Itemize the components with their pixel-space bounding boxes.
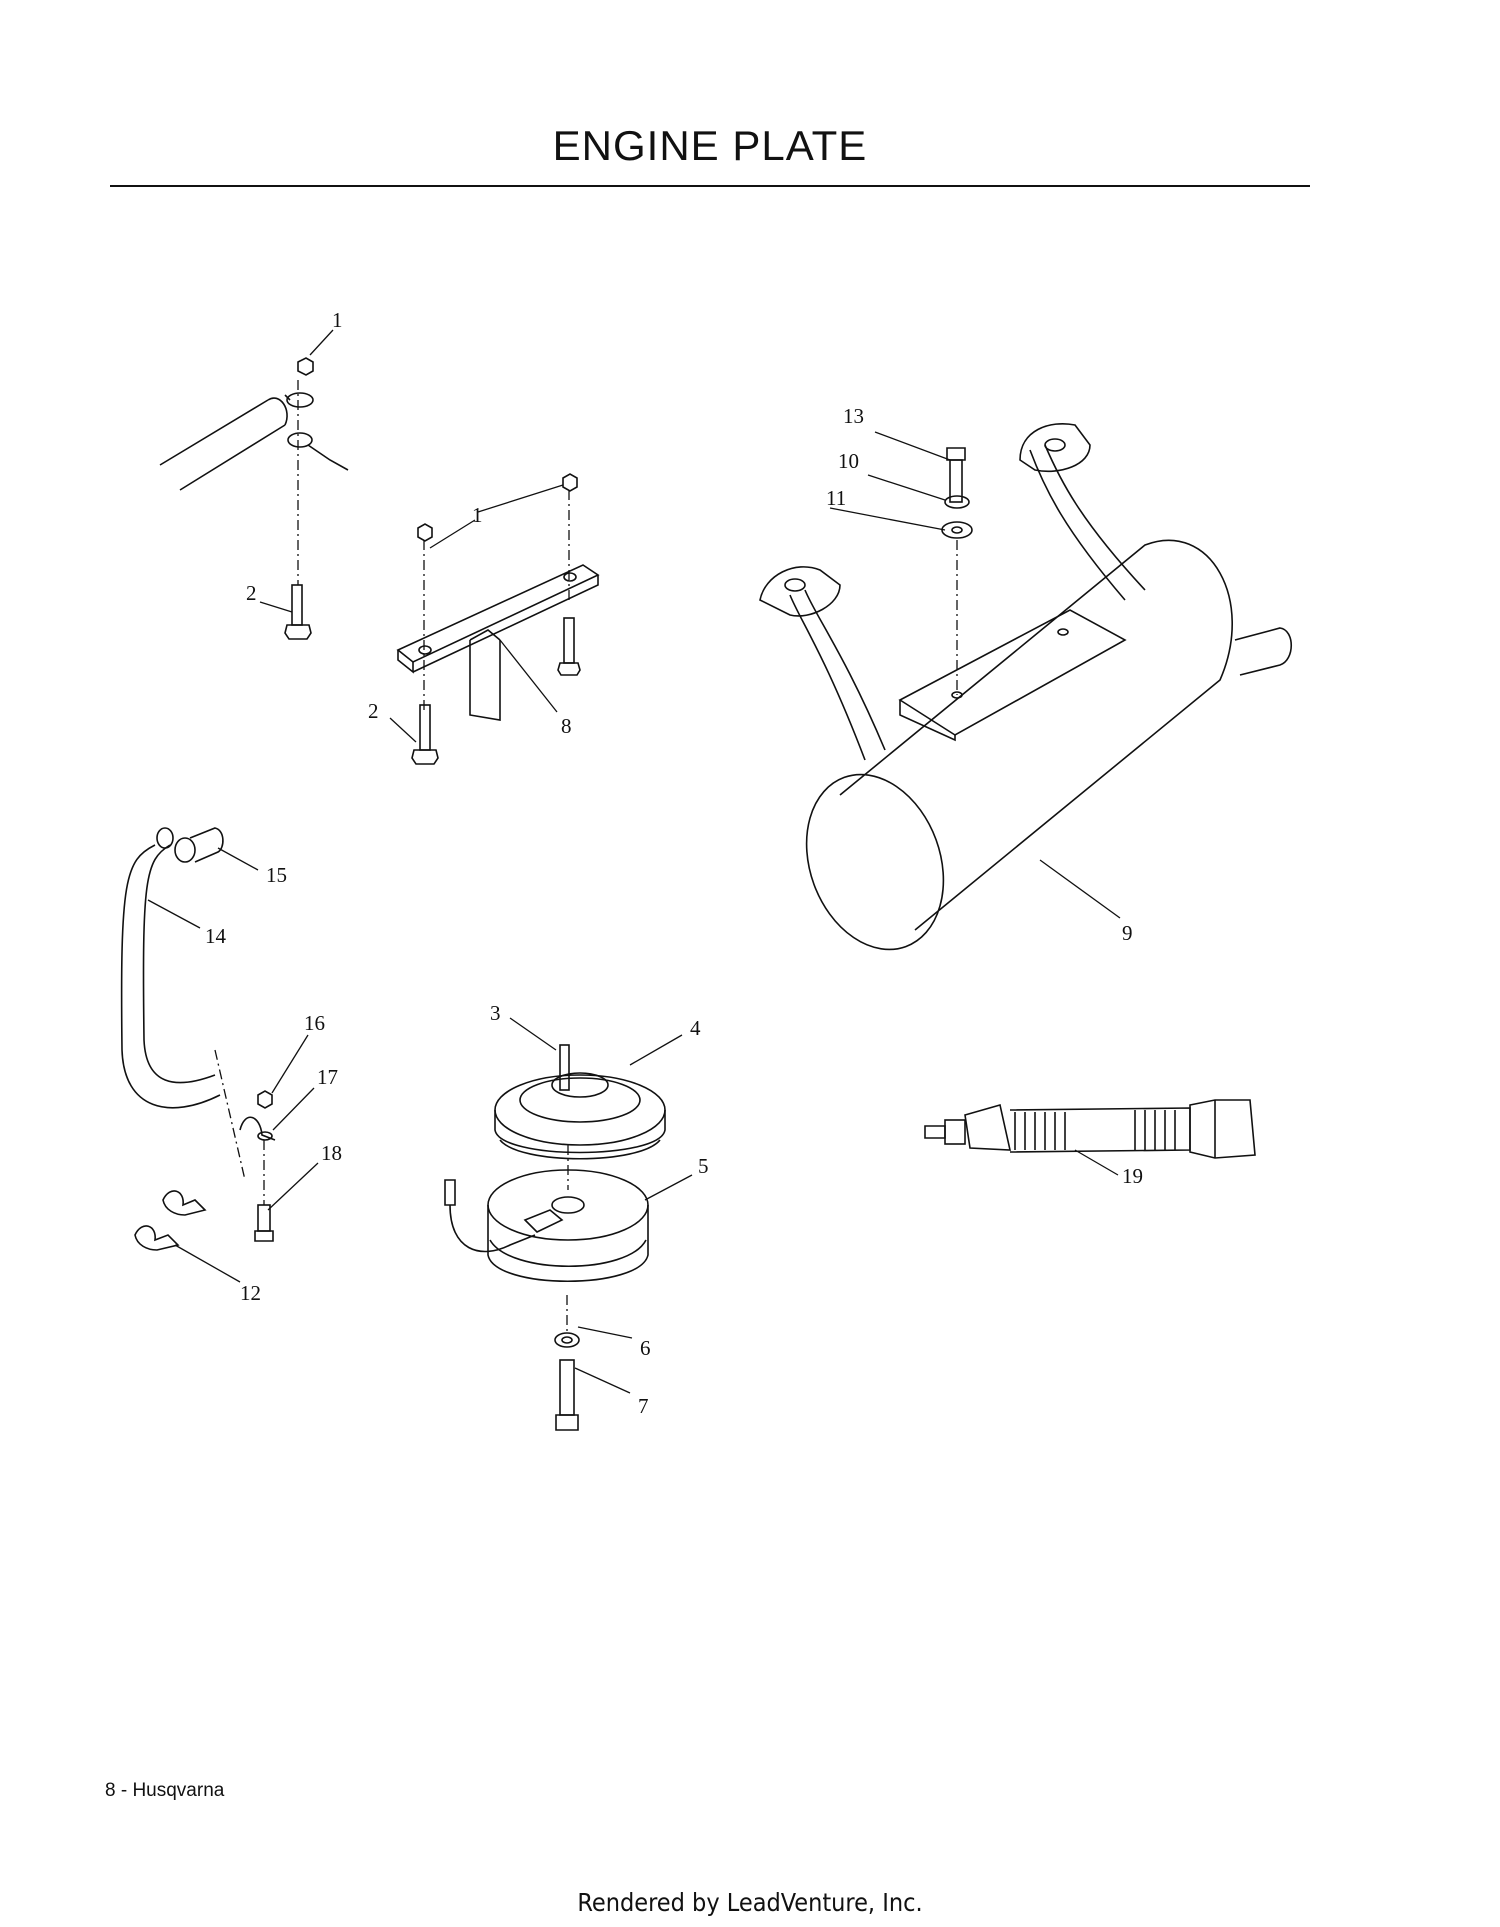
clamp-hardware bbox=[239, 1090, 276, 1242]
leader-lines bbox=[147, 329, 1121, 1394]
callout-5: 5 bbox=[698, 1154, 709, 1178]
fuel-line-assembly bbox=[120, 827, 246, 1181]
title-rule bbox=[110, 185, 1310, 187]
callout-12: 12 bbox=[240, 1281, 261, 1305]
callout-15: 15 bbox=[266, 863, 287, 887]
pulley-clutch-assembly bbox=[444, 1044, 666, 1431]
callout-6: 6 bbox=[640, 1336, 651, 1360]
page-footer: 8 - Husqvarna bbox=[105, 1780, 225, 1801]
callout-16: 16 bbox=[304, 1011, 325, 1035]
muffler-assembly bbox=[759, 423, 1293, 951]
callout-9: 9 bbox=[1122, 921, 1133, 945]
page-title: ENGINE PLATE bbox=[552, 122, 868, 169]
callout-2-top: 2 bbox=[246, 581, 257, 605]
callout-11: 11 bbox=[826, 486, 846, 510]
rendered-by-credit: Rendered by LeadVenture, Inc. bbox=[577, 1888, 923, 1917]
callout-17: 17 bbox=[317, 1065, 338, 1089]
callout-18: 18 bbox=[321, 1141, 342, 1165]
callout-8: 8 bbox=[561, 714, 572, 738]
wire-harness bbox=[924, 1099, 1256, 1159]
cable-assembly bbox=[159, 357, 349, 640]
callout-4: 4 bbox=[690, 1016, 701, 1040]
callout-10: 10 bbox=[838, 449, 859, 473]
clips bbox=[134, 1190, 207, 1251]
callout-13: 13 bbox=[843, 404, 864, 428]
callout-3: 3 bbox=[490, 1001, 501, 1025]
callout-1-bracket: 1 bbox=[472, 503, 483, 527]
engine-bracket bbox=[396, 473, 600, 765]
callout-19: 19 bbox=[1122, 1164, 1143, 1188]
callout-1-top: 1 bbox=[332, 308, 343, 332]
callout-2-bracket: 2 bbox=[368, 699, 379, 723]
callout-14: 14 bbox=[205, 924, 227, 948]
callouts: 1 1 2 2 8 13 10 11 9 15 14 3 4 16 17 18 … bbox=[205, 308, 1143, 1418]
callout-7: 7 bbox=[638, 1394, 649, 1418]
